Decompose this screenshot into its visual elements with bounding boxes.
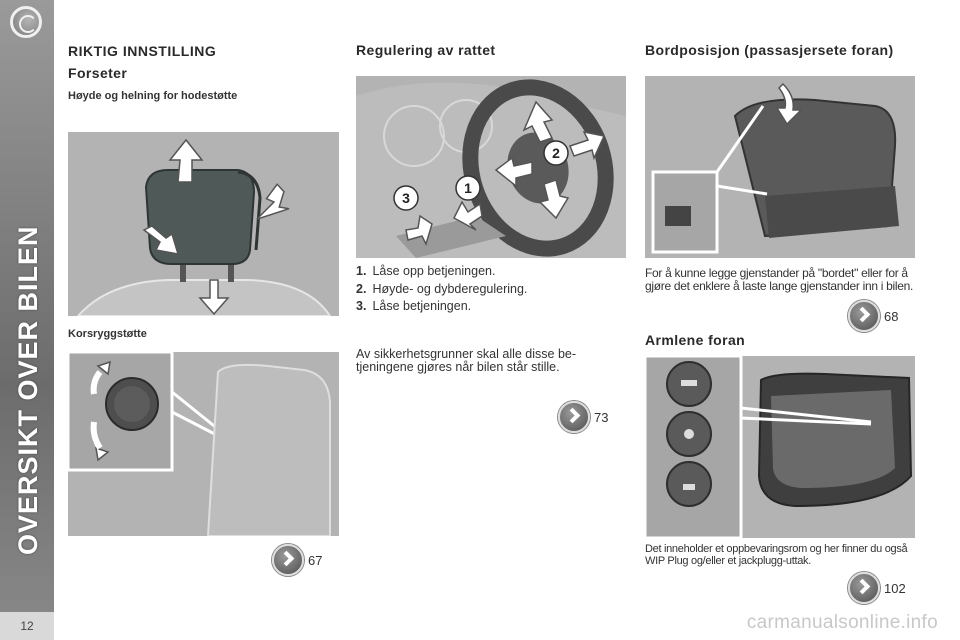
heading-headrest: Høyde og helning for hodestøtte (68, 90, 238, 102)
safety-note: Av sikkerhetsgrunner skal alle disse be­… (356, 347, 577, 374)
page-reference-67[interactable]: 67 (272, 542, 322, 578)
chevron-right-icon (848, 572, 880, 604)
page-number: 12 (0, 612, 54, 640)
callout-2: 2 (552, 145, 560, 161)
title-table-position: Bordposisjon (passasjersete foran) (645, 42, 894, 58)
sidebar: OVERSIKT OVER BILEN (0, 0, 54, 640)
heading-lumbar: Korsryggstøtte (68, 328, 147, 340)
title-steering-adjustment: Regulering av rattet (356, 42, 496, 58)
watermark: carmanualsonline.info (746, 612, 938, 633)
list-item: 1.Låse opp betjeningen. (356, 264, 496, 278)
steering-drawing: 2 1 3 (356, 79, 626, 258)
page-reference-68[interactable]: 68 (848, 298, 898, 334)
section-title: RIKTIG INNSTILLING (68, 43, 217, 59)
chevron-right-icon (272, 544, 304, 576)
chevron-right-icon (848, 300, 880, 332)
steering-wheel-illustration: 2 1 3 (356, 76, 626, 258)
headrest-drawing (76, 138, 332, 316)
title-front-armrest: Armlene foran (645, 332, 746, 348)
headrest-illustration (68, 132, 339, 316)
callout-3: 3 (402, 190, 410, 206)
steering-steps-list: 1.Låse opp betjeningen. 2.Høyde- og dybd… (356, 263, 626, 316)
table-position-text: For å kunne legge gjenstander på "bordet… (645, 266, 914, 293)
armrest-text: Det inneholder et oppbevaringsrom og her… (645, 543, 908, 567)
page-reference-102[interactable]: 102 (848, 570, 906, 606)
table-position-illustration (645, 76, 915, 258)
callout-1: 1 (464, 180, 472, 196)
chevron-right-icon (558, 401, 590, 433)
armrest-drawing (645, 356, 913, 538)
page-reference-73[interactable]: 73 (558, 399, 608, 435)
lumbar-drawing (68, 352, 331, 536)
subtitle-front-seats: Forseter (68, 65, 128, 81)
seat-drawing (651, 82, 899, 254)
brand-logo-icon (10, 6, 42, 38)
list-item: 3.Låse betjeningen. (356, 299, 472, 313)
lumbar-illustration (68, 352, 339, 536)
list-item: 2.Høyde- og dybderegulering. (356, 281, 528, 296)
armrest-illustration (645, 356, 915, 538)
